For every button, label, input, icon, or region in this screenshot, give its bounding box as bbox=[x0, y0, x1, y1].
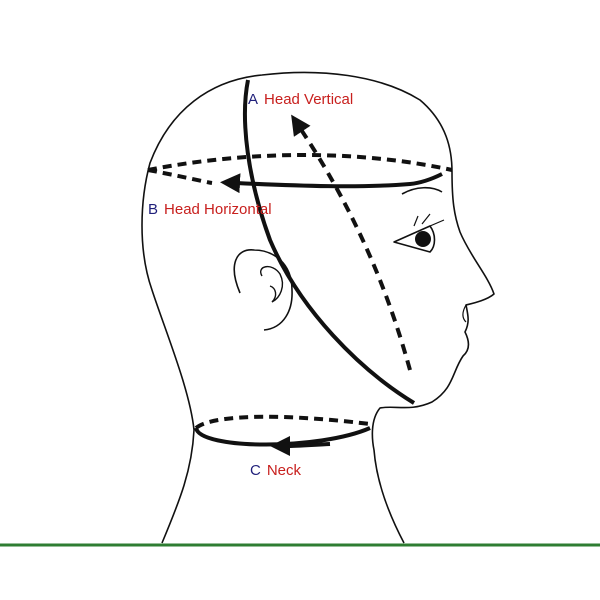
label-name: Neck bbox=[266, 462, 302, 479]
nose-line bbox=[462, 304, 467, 323]
head-horizontal-back-dashes bbox=[147, 168, 213, 185]
label-head-vertical: A Head Vertical bbox=[248, 92, 353, 107]
head-outline bbox=[141, 71, 495, 544]
label-letter: B bbox=[148, 201, 159, 218]
neck-front-band bbox=[194, 426, 371, 447]
eyebrow bbox=[401, 186, 443, 195]
label-letter: A bbox=[248, 91, 259, 108]
ear-inner bbox=[260, 266, 284, 303]
eyelashes bbox=[413, 213, 445, 227]
ear bbox=[233, 249, 293, 331]
head-horizontal-arrow bbox=[220, 172, 443, 194]
label-name: Head Horizontal bbox=[164, 201, 272, 218]
head-vertical-dashes bbox=[291, 114, 412, 371]
label-head-horizontal: B Head Horizontal bbox=[148, 202, 272, 217]
label-name: Head Vertical bbox=[264, 91, 354, 108]
head-horizontal-front-dashes bbox=[147, 153, 453, 172]
label-neck: C Neck bbox=[250, 463, 301, 478]
head-vertical-band bbox=[242, 79, 416, 405]
label-letter: C bbox=[250, 462, 261, 479]
neck-arrow bbox=[270, 435, 331, 456]
eye-pupil bbox=[415, 231, 431, 247]
neck-back-dashes bbox=[194, 414, 371, 430]
